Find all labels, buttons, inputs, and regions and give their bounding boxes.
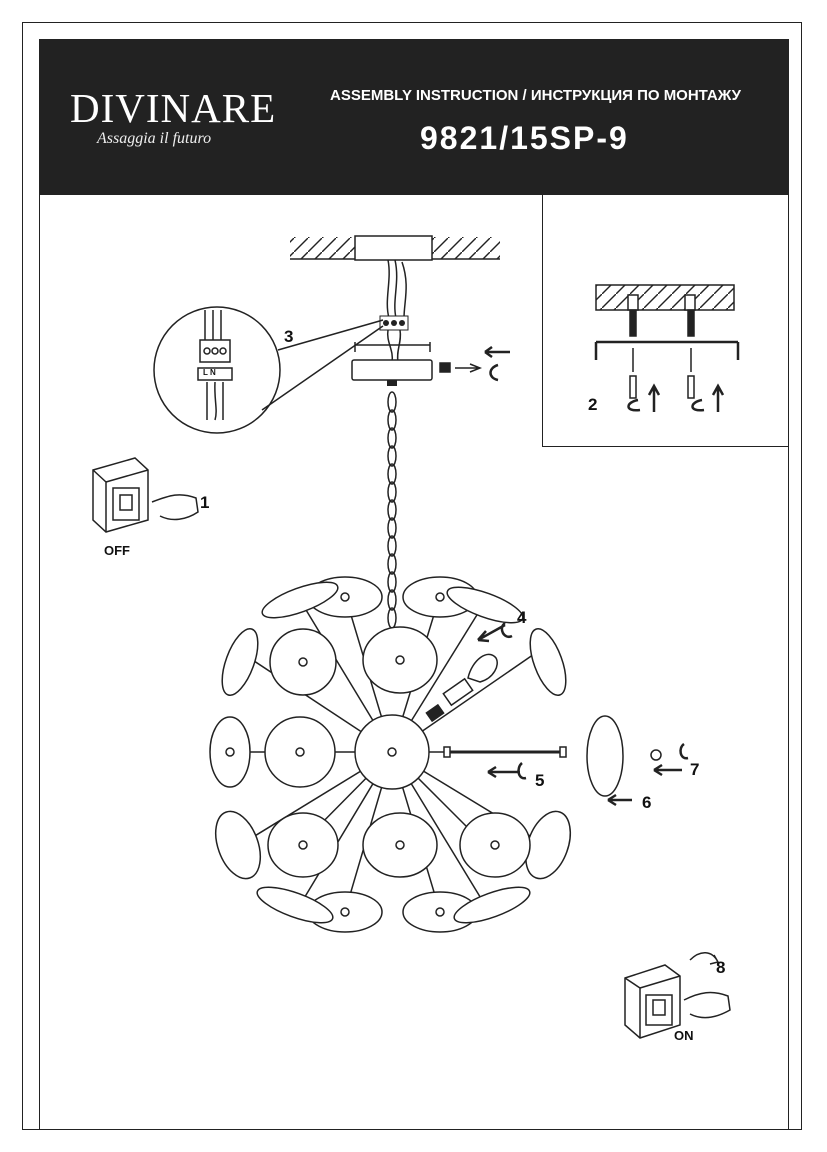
chain-icon: [387, 391, 397, 629]
step-6-label: 6: [642, 793, 652, 812]
switch-off-icon: [92, 457, 199, 533]
step-4-label: 4: [517, 608, 527, 627]
rod-icon: [443, 746, 567, 780]
header-banner: DIVINARE Assaggia il futuro ASSEMBLY INS…: [40, 40, 788, 195]
step-5-label: 5: [535, 771, 545, 790]
wiring-detail-magnifier-icon: [153, 306, 384, 434]
step-1-label: 1: [200, 493, 210, 512]
mounting-bracket-icon: [594, 284, 740, 412]
step-3-label: 3: [284, 327, 294, 346]
ceiling-icon: [290, 235, 500, 261]
switch-on-label: ON: [674, 1028, 694, 1043]
page-frame: [39, 39, 789, 1130]
bulb-icon: [425, 621, 513, 723]
canopy-icon: [351, 342, 433, 386]
brand-tagline: Assaggia il futuro: [97, 130, 212, 147]
terminal-block-icon: [379, 315, 409, 363]
brand-logo: DIVINARE: [70, 85, 277, 131]
disc-icon: [586, 715, 689, 807]
document-subtitle: ASSEMBLY INSTRUCTION / ИНСТРУКЦИЯ ПО МОН…: [330, 87, 741, 104]
step-8-label: 8: [716, 958, 726, 977]
switch-on-icon: [624, 952, 731, 1039]
canopy-screw-icon: [439, 345, 510, 382]
switch-off-label: OFF: [104, 543, 130, 558]
chandelier-icon: [209, 576, 572, 933]
step-2-label: 2: [588, 395, 598, 414]
model-number: 9821/15SP-9: [420, 120, 629, 156]
mounting-detail-panel: [542, 195, 788, 447]
wires-icon: [386, 259, 407, 319]
terminal-label: L N: [203, 368, 216, 377]
step-7-label: 7: [690, 760, 700, 779]
